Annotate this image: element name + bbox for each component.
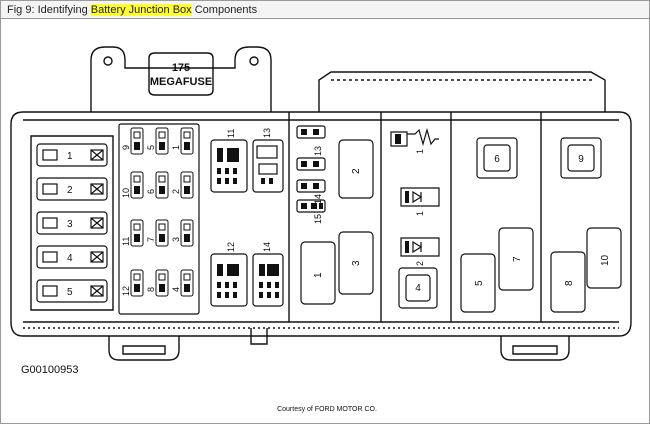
reference-code: G00100953	[21, 364, 79, 376]
relay-label-10: 10	[600, 254, 611, 266]
left-fuse-2	[36, 177, 108, 201]
mini-fuse-label-11: 11	[121, 237, 131, 246]
small-fuse-label-14: 14	[313, 194, 323, 204]
diode-label-1b: 1	[415, 211, 425, 216]
left-fuse-label-4: 4	[67, 253, 73, 264]
mini-fuse-label-6: 6	[146, 189, 156, 194]
block-2	[338, 139, 374, 199]
mini-fuse-label-9: 9	[121, 145, 131, 150]
block-1	[300, 241, 336, 305]
mini-fuse-label-2: 2	[171, 189, 181, 194]
mini-fuse-label-8: 8	[146, 287, 156, 292]
diode-2	[400, 237, 440, 257]
left-fuse-1	[36, 143, 108, 167]
small-fuse-label-15: 15	[313, 214, 323, 224]
relay-label-6: 6	[494, 154, 500, 165]
relay-11	[210, 139, 248, 193]
left-fuse-label-5: 5	[67, 287, 73, 298]
caption-highlight: Battery Junction Box	[90, 4, 192, 16]
mini-fuse-label-5: 5	[146, 145, 156, 150]
block-label-1: 1	[313, 272, 324, 278]
block-3	[338, 231, 374, 295]
left-fuse-5	[36, 279, 108, 303]
relay-9	[560, 137, 602, 179]
relay-14	[252, 253, 284, 307]
relay-5	[460, 253, 496, 313]
block-label-3: 3	[351, 260, 362, 266]
relay-label-13: 13	[262, 128, 272, 138]
diode-label-1a: 1	[415, 149, 425, 154]
battery-junction-box-diagram: 175 MEGAFUSE	[10, 46, 632, 413]
diode-1	[400, 187, 440, 207]
small-fuse-label-13: 13	[313, 146, 323, 156]
relay-6	[476, 137, 518, 179]
relay-label-11: 11	[226, 129, 236, 138]
left-fuse-label-3: 3	[67, 219, 73, 230]
relay-13	[252, 139, 284, 193]
block-label-4: 4	[415, 283, 421, 294]
credit-line: Courtesy of FORD MOTOR CO.	[277, 406, 377, 413]
relay-12	[210, 253, 248, 307]
block-label-2: 2	[351, 168, 362, 174]
left-fuse-3	[36, 211, 108, 235]
relay-8	[550, 251, 586, 313]
figure-caption: Fig 9: Identifying Battery Junction Box …	[1, 1, 649, 19]
mini-fuse-label-4: 4	[171, 287, 181, 292]
megafuse-rating: 175	[172, 62, 190, 74]
relay-label-12: 12	[226, 242, 236, 252]
left-fuse-label-2: 2	[67, 185, 73, 196]
relay-7	[498, 227, 534, 291]
diode-label-2: 2	[415, 261, 425, 266]
caption-prefix: Fig 9: Identifying	[7, 4, 91, 16]
relay-label-8: 8	[564, 280, 575, 286]
relay-label-14: 14	[262, 242, 272, 252]
caption-suffix: Components	[191, 4, 258, 16]
mini-fuse-label-12: 12	[121, 286, 131, 296]
mini-fuse-label-1: 1	[171, 145, 181, 150]
resistor-icon	[407, 127, 439, 147]
relay-10	[586, 227, 622, 289]
mini-fuse-label-3: 3	[171, 237, 181, 242]
left-fuse-label-1: 1	[67, 151, 73, 162]
mini-fuse-label-10: 10	[121, 188, 131, 198]
relay-label-5: 5	[474, 280, 485, 286]
diode-connector-1	[390, 131, 408, 147]
left-fuse-4	[36, 245, 108, 269]
mini-fuse-label-7: 7	[146, 237, 156, 242]
block-4	[398, 267, 438, 309]
megafuse-label: MEGAFUSE	[150, 76, 212, 88]
relay-label-9: 9	[578, 154, 584, 165]
relay-label-7: 7	[512, 256, 523, 262]
